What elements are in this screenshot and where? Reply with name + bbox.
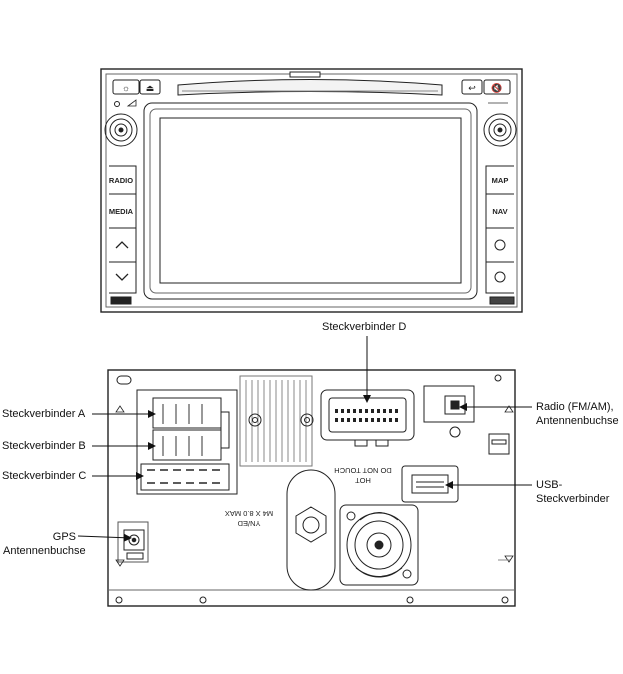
fan-housing	[339, 504, 419, 586]
radio-button[interactable]: RADIO	[109, 176, 133, 185]
front-unit-outer-frame	[100, 68, 523, 313]
phone-icon[interactable]	[494, 271, 506, 283]
cd-slot	[177, 79, 443, 96]
usb-port	[411, 474, 449, 494]
speaker-icon: 🔇	[491, 82, 502, 93]
connector-c	[140, 463, 230, 491]
display-screen	[159, 117, 462, 284]
up-arrow-icon[interactable]	[115, 241, 129, 249]
screw-spec-text: M4 X 8.0 MAX	[225, 509, 273, 518]
do-not-touch-text: DO NOT TOUCH	[334, 466, 392, 475]
nav-button[interactable]: NAV	[492, 207, 507, 216]
leader-gps	[77, 533, 132, 542]
screw-boss	[286, 469, 336, 591]
connector-ab-housing	[136, 389, 238, 495]
callout-connector-b: Steckverbinder B	[2, 440, 86, 452]
front-unit: ☼ ⏏ ↩ 🔇	[100, 68, 523, 313]
eject-button[interactable]	[139, 79, 161, 95]
callout-connector-a: Steckverbinder A	[2, 408, 86, 420]
usb-port-housing	[401, 465, 459, 503]
rear-unit-outer-frame	[107, 369, 516, 607]
callout-gps-line2: Antennenbuchse	[3, 545, 86, 557]
hot-warning-text: HOT	[355, 476, 371, 485]
screen-bezel	[143, 102, 478, 300]
brightness-icon: ☼	[122, 83, 130, 93]
brand-logo	[489, 296, 515, 305]
brightness-button[interactable]	[112, 79, 140, 95]
callout-radio-line1: Radio (FM/AM),	[536, 401, 614, 413]
media-button[interactable]: MEDIA	[109, 207, 134, 216]
screen-bezel-inner	[149, 108, 472, 294]
back-icon: ↩	[468, 83, 476, 93]
callout-leaders	[77, 336, 532, 542]
map-button[interactable]: MAP	[492, 176, 509, 185]
rear-unit	[107, 369, 516, 607]
callout-connector-c: Steckverbinder C	[2, 470, 87, 482]
back-button[interactable]	[461, 79, 483, 95]
tune-knob[interactable]	[483, 113, 517, 147]
callout-usb-line1: USB-	[536, 479, 563, 491]
screw-code-text: YN/ED	[237, 519, 261, 528]
callout-connector-d: Steckverbinder D	[322, 321, 407, 333]
eject-icon: ⏏	[146, 83, 155, 93]
mp3-logo	[110, 296, 132, 305]
settings-icon[interactable]	[494, 239, 506, 251]
radio-antenna-housing	[423, 385, 475, 423]
down-arrow-icon[interactable]	[115, 273, 129, 281]
callout-gps-line1: GPS	[52, 531, 76, 543]
gps-antenna-housing	[117, 521, 149, 563]
callout-usb-line2: Steckverbinder	[536, 493, 610, 505]
callout-radio-line2: Antennenbuchse	[536, 415, 619, 427]
volume-knob[interactable]	[104, 113, 138, 147]
mute-button[interactable]	[483, 79, 511, 95]
connector-d	[328, 397, 407, 433]
